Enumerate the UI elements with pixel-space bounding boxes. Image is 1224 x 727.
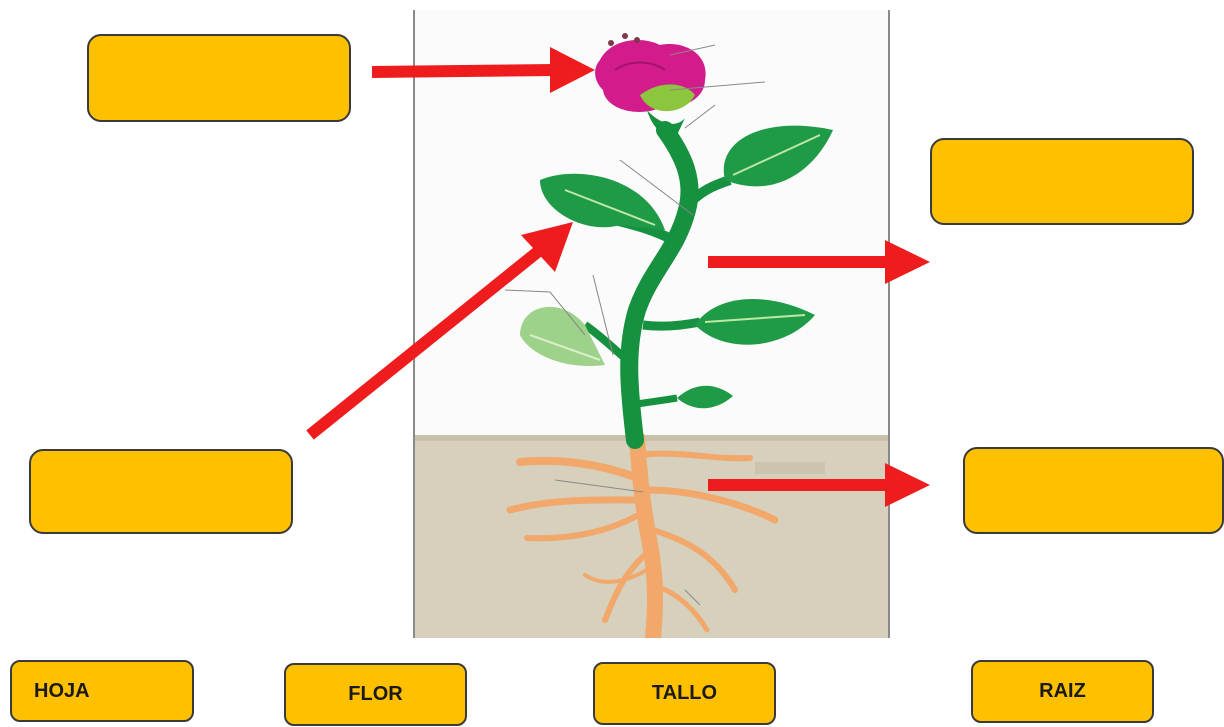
drop-box-root[interactable] [963,447,1224,534]
stem [620,121,699,449]
flower [595,33,766,136]
arrow-to-leaf [306,222,573,440]
arrow-to-stem-box [708,240,930,284]
drop-box-flower[interactable] [87,34,351,122]
chip-label: TALLO [651,682,718,704]
chip-label: HOJA [34,679,90,702]
chip-flor[interactable]: FLOR [284,663,467,726]
arrow-to-flower [371,47,595,93]
chip-hoja[interactable]: HOJA [10,660,194,722]
drop-box-leaf[interactable] [29,449,293,534]
chip-label: RAIZ [1039,680,1086,702]
leaves [520,125,833,409]
chip-tallo[interactable]: TALLO [593,662,776,725]
chip-label: FLOR [348,683,403,705]
plant-illustration [413,10,890,638]
drop-box-stem[interactable] [930,138,1194,225]
arrow-to-root-box [708,463,930,507]
chip-raiz[interactable]: RAIZ [971,660,1154,723]
roots [506,430,779,638]
